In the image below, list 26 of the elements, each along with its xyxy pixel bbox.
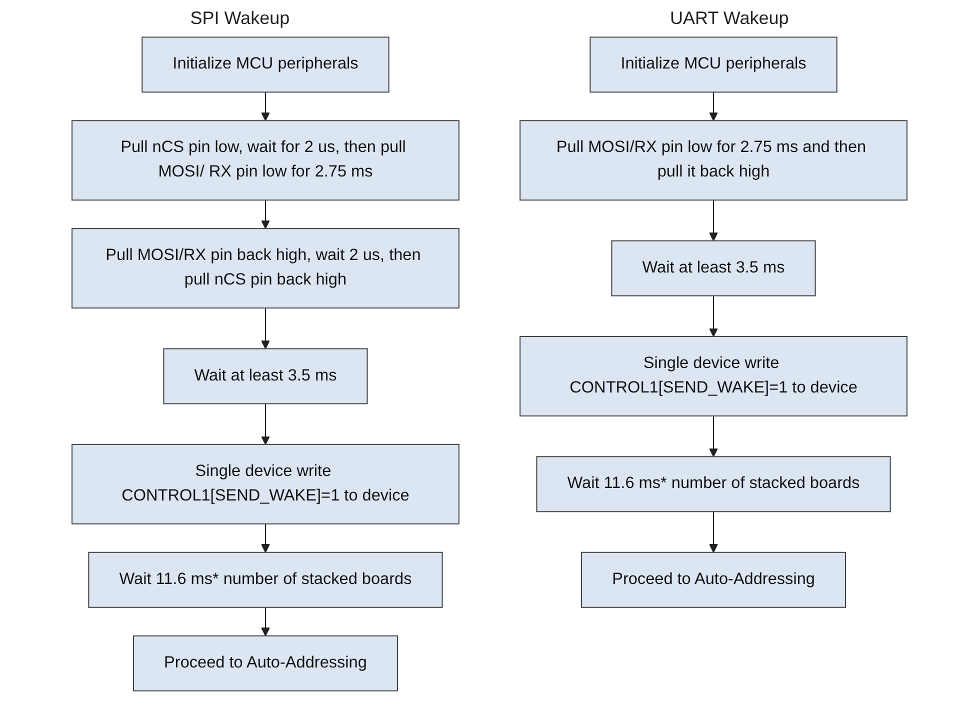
arrow — [709, 296, 718, 337]
node-box: Proceed to Auto-Addressing — [133, 635, 398, 692]
arrow — [261, 92, 270, 122]
arrow — [709, 92, 718, 122]
arrow — [261, 607, 270, 636]
node-box: Single device write CONTROL1[SEND_WAKE]=1 to device — [72, 444, 460, 524]
node-box: Pull MOSI/RX pin low for 2.75 ms and then pull it back high — [520, 120, 908, 201]
node-box: Pull MOSI/RX pin back high, wait 2 us, then pull nCS pin back high — [72, 228, 460, 308]
arrow — [709, 416, 718, 458]
node-box: Wait 11.6 ms* number of stacked boards — [88, 552, 443, 608]
column-heading: UART Wakeup — [670, 8, 789, 29]
node-box: Wait 11.6 ms* number of stacked boards — [536, 456, 891, 512]
node-box: Initialize MCU peripherals — [590, 36, 838, 93]
arrow — [709, 512, 718, 553]
node-box: Single device write CONTROL1[SEND_WAKE]=1 to device — [520, 336, 908, 416]
node-box: Initialize MCU peripherals — [142, 36, 390, 93]
arrow — [261, 200, 270, 229]
column-heading: SPI Wakeup — [190, 8, 290, 29]
arrow — [261, 404, 270, 445]
arrow — [261, 308, 270, 350]
node-box: Pull nCS pin low, wait for 2 us, then pull MOSI/ RX pin low for 2.75 ms — [72, 120, 460, 201]
node-box: Proceed to Auto-Addressing — [581, 552, 846, 608]
arrow — [709, 200, 718, 242]
node-box: Wait at least 3.5 ms — [163, 348, 368, 404]
node-box: Wait at least 3.5 ms — [611, 240, 816, 296]
arrow — [261, 524, 270, 553]
